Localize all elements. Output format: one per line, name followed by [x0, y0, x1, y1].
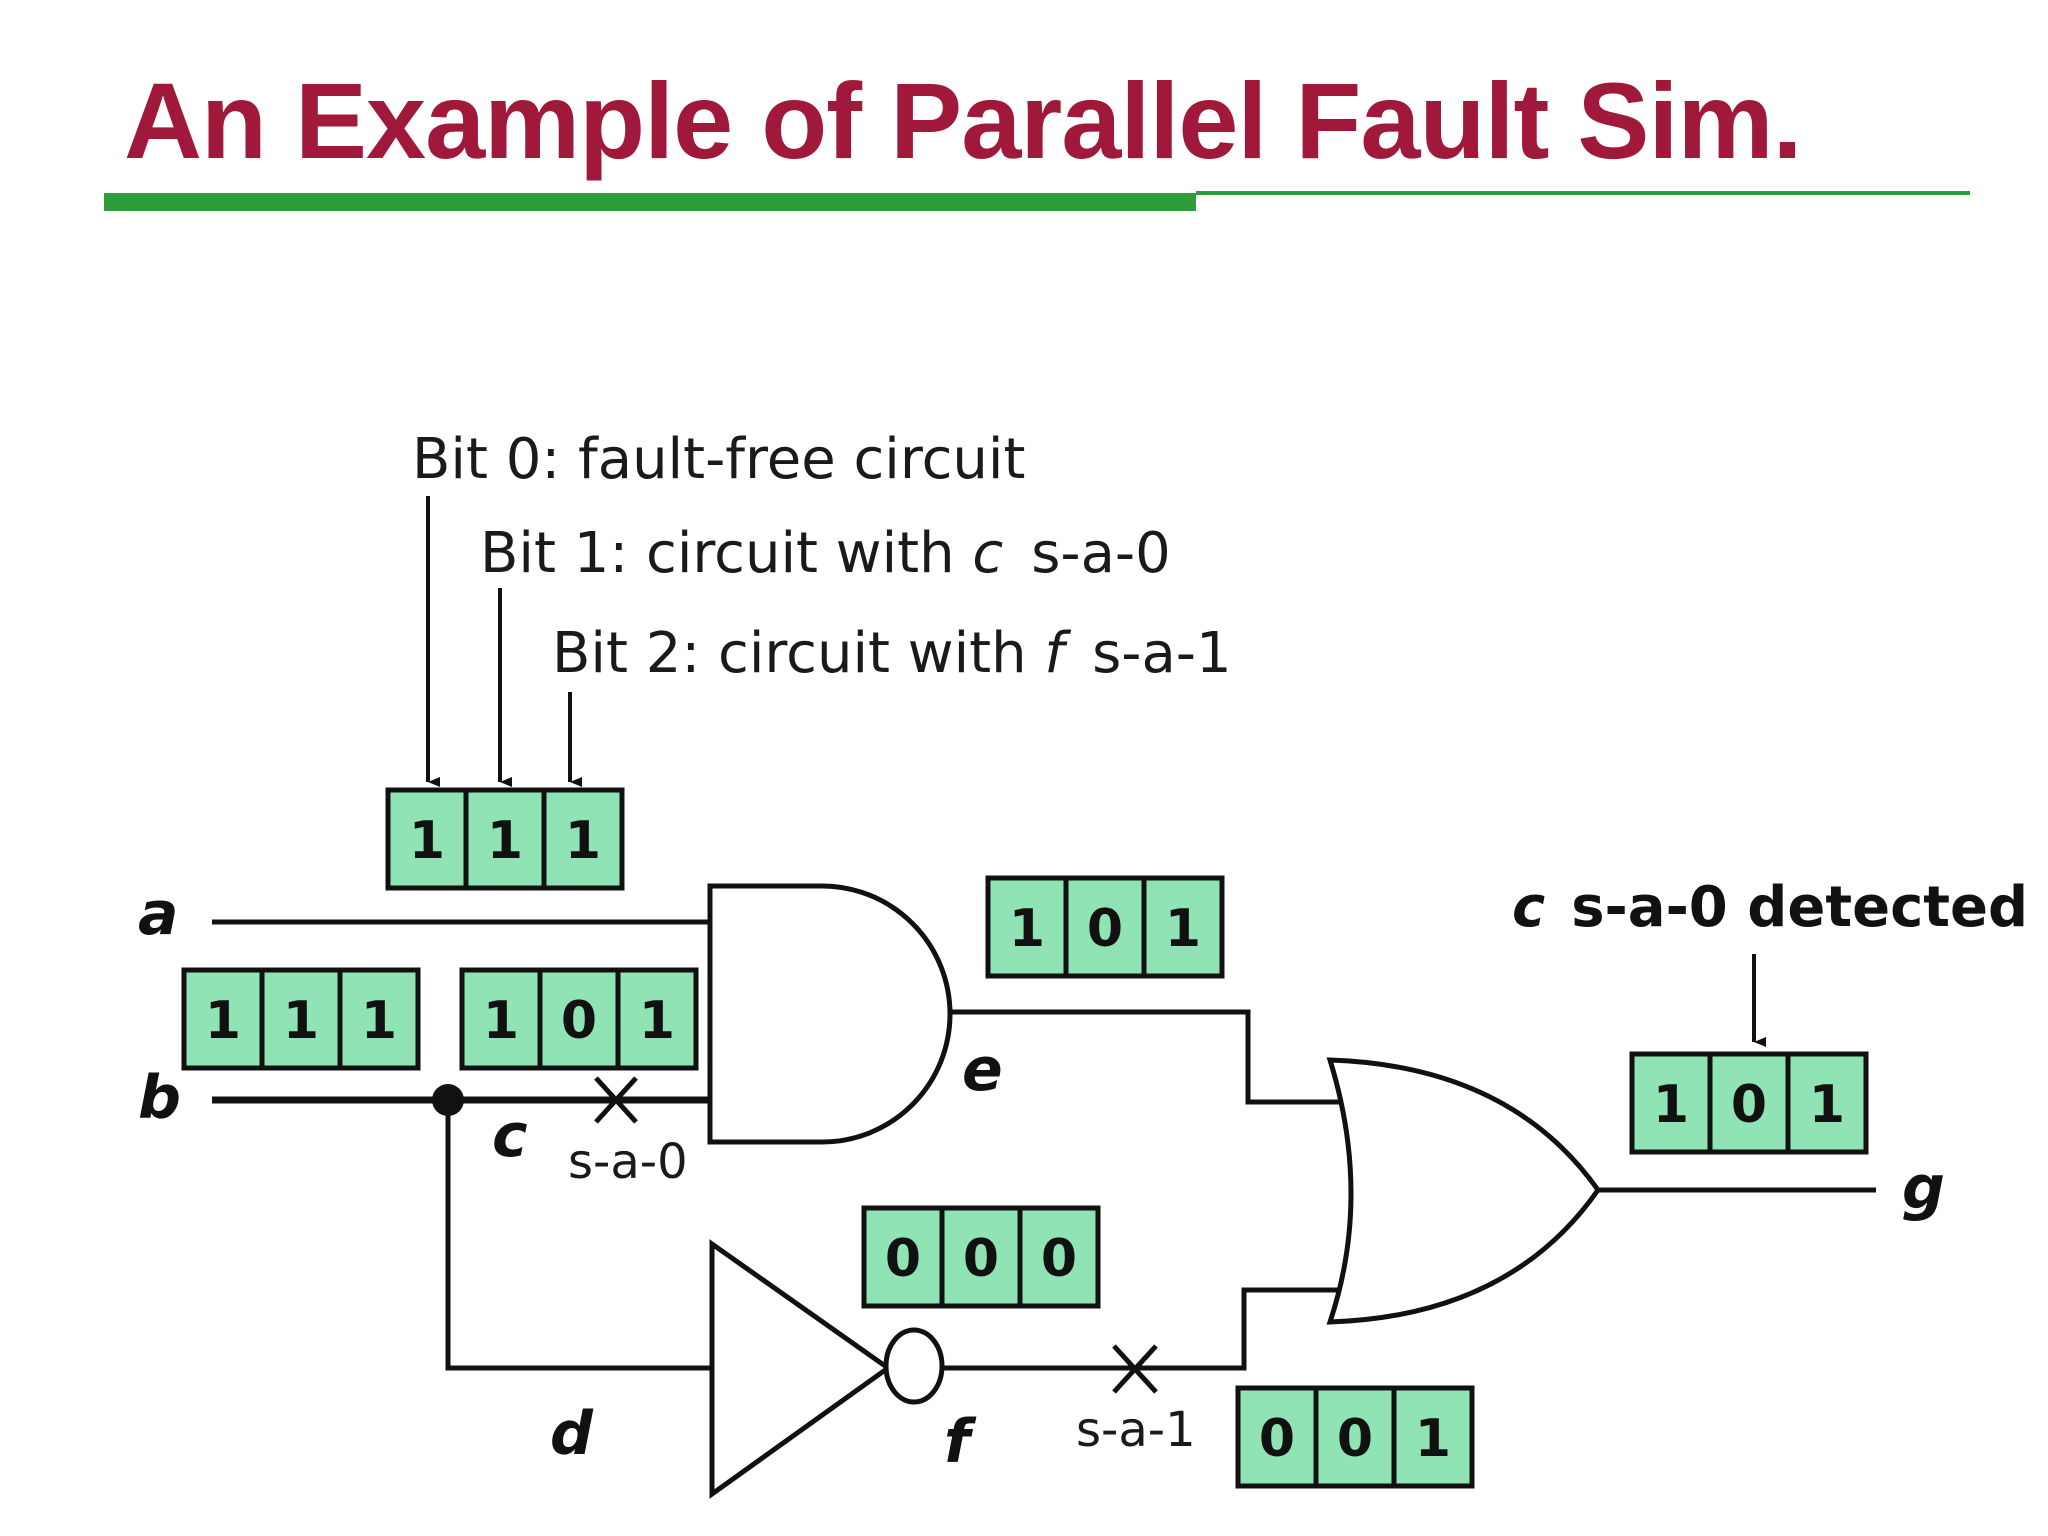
bit-value: 0 [1041, 1229, 1077, 1289]
wire-d [445, 1100, 712, 1371]
bit-value: 1 [1009, 899, 1045, 959]
not-gate-bubble [883, 1327, 945, 1405]
fault-marker-c [594, 1076, 638, 1124]
signal-label-g: g [1902, 1153, 1945, 1223]
bit-value: 0 [1337, 1409, 1373, 1469]
bit-value: 1 [283, 991, 319, 1051]
bit-value: 0 [1259, 1409, 1295, 1469]
bit-value: 0 [1087, 899, 1123, 959]
bit-cell [459, 967, 543, 1071]
bit-value: 1 [409, 811, 445, 871]
signal-label-b: b [138, 1063, 181, 1133]
signal-label-a: a [138, 879, 179, 949]
bit-cell [541, 787, 625, 891]
bit-cell [985, 875, 1069, 979]
bit-arrows [426, 496, 1766, 1047]
fault-label-c: s-a-0 [568, 1134, 688, 1190]
bit-cell [385, 787, 469, 891]
fault-marker-f [1112, 1344, 1158, 1394]
bit-cell [537, 967, 621, 1071]
bit-cell [861, 1205, 945, 1309]
bit-value: 1 [205, 991, 241, 1051]
bit-value: 1 [361, 991, 397, 1051]
bit-cell [1017, 1205, 1101, 1309]
and-gate [707, 883, 953, 1145]
bit-cell [463, 787, 547, 891]
signal-label-d: d [550, 1399, 594, 1469]
bit-value: 0 [963, 1229, 999, 1289]
bit-value: 1 [1415, 1409, 1451, 1469]
bit-cell [337, 967, 421, 1071]
slide-title: An Example of Parallel Fault Sim. [124, 60, 1802, 181]
bit-value: 0 [885, 1229, 921, 1289]
bit-value: 1 [487, 811, 523, 871]
not-gate [709, 1239, 893, 1499]
bit-cell [1707, 1051, 1791, 1155]
bit-value: 1 [1653, 1075, 1689, 1135]
bit-value: 1 [483, 991, 519, 1051]
bit-value: 0 [561, 991, 597, 1051]
bit-cell [1063, 875, 1147, 979]
fault-label-f: s-a-1 [1076, 1402, 1196, 1458]
bit0-annotation: Bit 0: fault-free circuit [412, 427, 1025, 492]
fanout-junction [432, 1084, 464, 1116]
wire-e [944, 1009, 1356, 1105]
or-gate [1326, 1057, 1602, 1325]
bit-cell [1313, 1385, 1397, 1489]
bit-cell [1391, 1385, 1475, 1489]
title-underline [104, 191, 1970, 211]
signal-label-f: f [944, 1407, 977, 1477]
signal-label-e: e [962, 1035, 1003, 1105]
bit-value: 0 [1731, 1075, 1767, 1135]
wire-f [944, 1287, 1356, 1371]
bit-value: 1 [639, 991, 675, 1051]
signal-label-c: c [492, 1101, 528, 1171]
bit-cell [1141, 875, 1225, 979]
bit-cell [939, 1205, 1023, 1309]
bit-cell [1785, 1051, 1869, 1155]
bit-cell [615, 967, 699, 1071]
bit-value: 1 [1809, 1075, 1845, 1135]
bit-value: 1 [565, 811, 601, 871]
bit-value: 1 [1165, 899, 1201, 959]
